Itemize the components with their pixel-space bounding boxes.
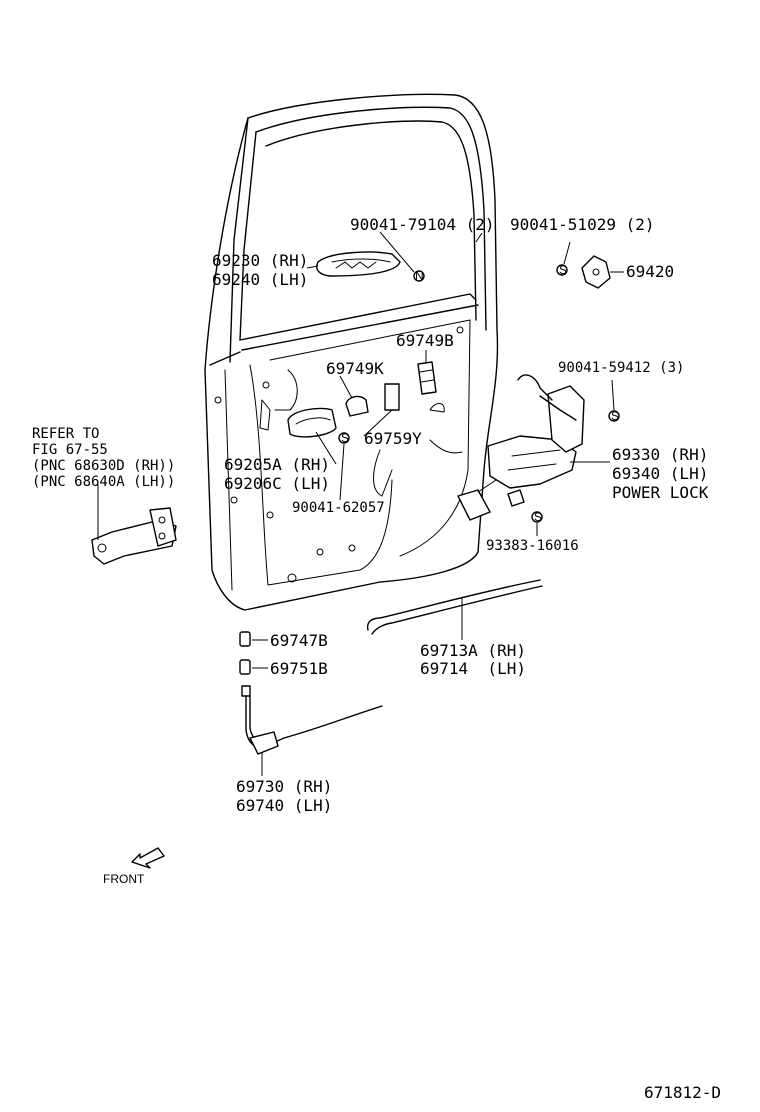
screw-16016: S bbox=[531, 510, 543, 524]
label-pnc-68630d: (PNC 68630D (RH)) bbox=[32, 458, 175, 474]
label-69751b: 69751B bbox=[270, 659, 328, 678]
door-lock-striker bbox=[581, 255, 611, 289]
label-69230-rh: 69230 (RH) bbox=[212, 251, 308, 270]
svg-text:S: S bbox=[611, 409, 619, 423]
label-69713a-rh: 69713A (RH) bbox=[420, 641, 526, 660]
door-lock-cable bbox=[241, 685, 383, 755]
label-69714-lh: 69714 (LH) bbox=[420, 659, 526, 678]
label-90041-79104: 90041-79104 (2) bbox=[350, 215, 495, 234]
leader-lines bbox=[97, 231, 624, 776]
screw-51029: S bbox=[556, 263, 568, 277]
svg-text:S: S bbox=[534, 510, 542, 524]
door-check-assembly bbox=[91, 507, 177, 565]
label-69420: 69420 bbox=[626, 262, 674, 281]
label-90041-59412: 90041-59412 (3) bbox=[558, 360, 684, 376]
svg-text:N: N bbox=[415, 269, 424, 283]
label-69240-lh: 69240 (LH) bbox=[212, 270, 308, 289]
power-door-lock-assembly bbox=[457, 374, 585, 521]
lock-knob-69751b bbox=[239, 659, 251, 675]
lock-knob-69747b bbox=[239, 631, 251, 647]
label-front: FRONT bbox=[103, 872, 145, 886]
rear-door-panel bbox=[204, 93, 499, 611]
door-lock-knob-69749k bbox=[345, 395, 369, 417]
label-69749k: 69749K bbox=[326, 359, 384, 378]
label-refer-to: REFER TO bbox=[32, 426, 99, 442]
label-90041-62057: 90041-62057 bbox=[292, 500, 385, 516]
label-69749b: 69749B bbox=[396, 331, 454, 350]
lock-remote-rod bbox=[366, 579, 543, 635]
label-69340-lh: 69340 (LH) bbox=[612, 464, 708, 483]
lock-part-69759y bbox=[384, 383, 400, 411]
figure-code: 671812-D bbox=[644, 1083, 721, 1102]
screw-59412: S bbox=[608, 409, 620, 423]
screw-79104: N bbox=[413, 269, 425, 283]
label-69330-rh: 69330 (RH) bbox=[612, 445, 708, 464]
outside-door-handle bbox=[316, 251, 401, 277]
screw-62057: S bbox=[338, 431, 350, 445]
front-direction-arrow-icon bbox=[131, 847, 165, 869]
lock-part-69749b bbox=[417, 361, 437, 395]
label-69205a-rh: 69205A (RH) bbox=[224, 455, 330, 474]
label-69740-lh: 69740 (LH) bbox=[236, 796, 332, 815]
label-fig-67-55: FIG 67-55 bbox=[32, 442, 108, 458]
label-69730-rh: 69730 (RH) bbox=[236, 777, 332, 796]
svg-text:S: S bbox=[559, 263, 567, 277]
svg-text:S: S bbox=[341, 431, 349, 445]
label-69747b: 69747B bbox=[270, 631, 328, 650]
label-93383-16016: 93383-16016 bbox=[486, 538, 579, 554]
label-69206c-lh: 69206C (LH) bbox=[224, 474, 330, 493]
inside-door-handle bbox=[287, 407, 337, 438]
label-69759y: 69759Y bbox=[364, 429, 422, 448]
label-power-lock: POWER LOCK bbox=[612, 483, 709, 502]
label-pnc-68640a: (PNC 68640A (LH)) bbox=[32, 474, 175, 490]
label-90041-51029: 90041-51029 (2) bbox=[510, 215, 655, 234]
